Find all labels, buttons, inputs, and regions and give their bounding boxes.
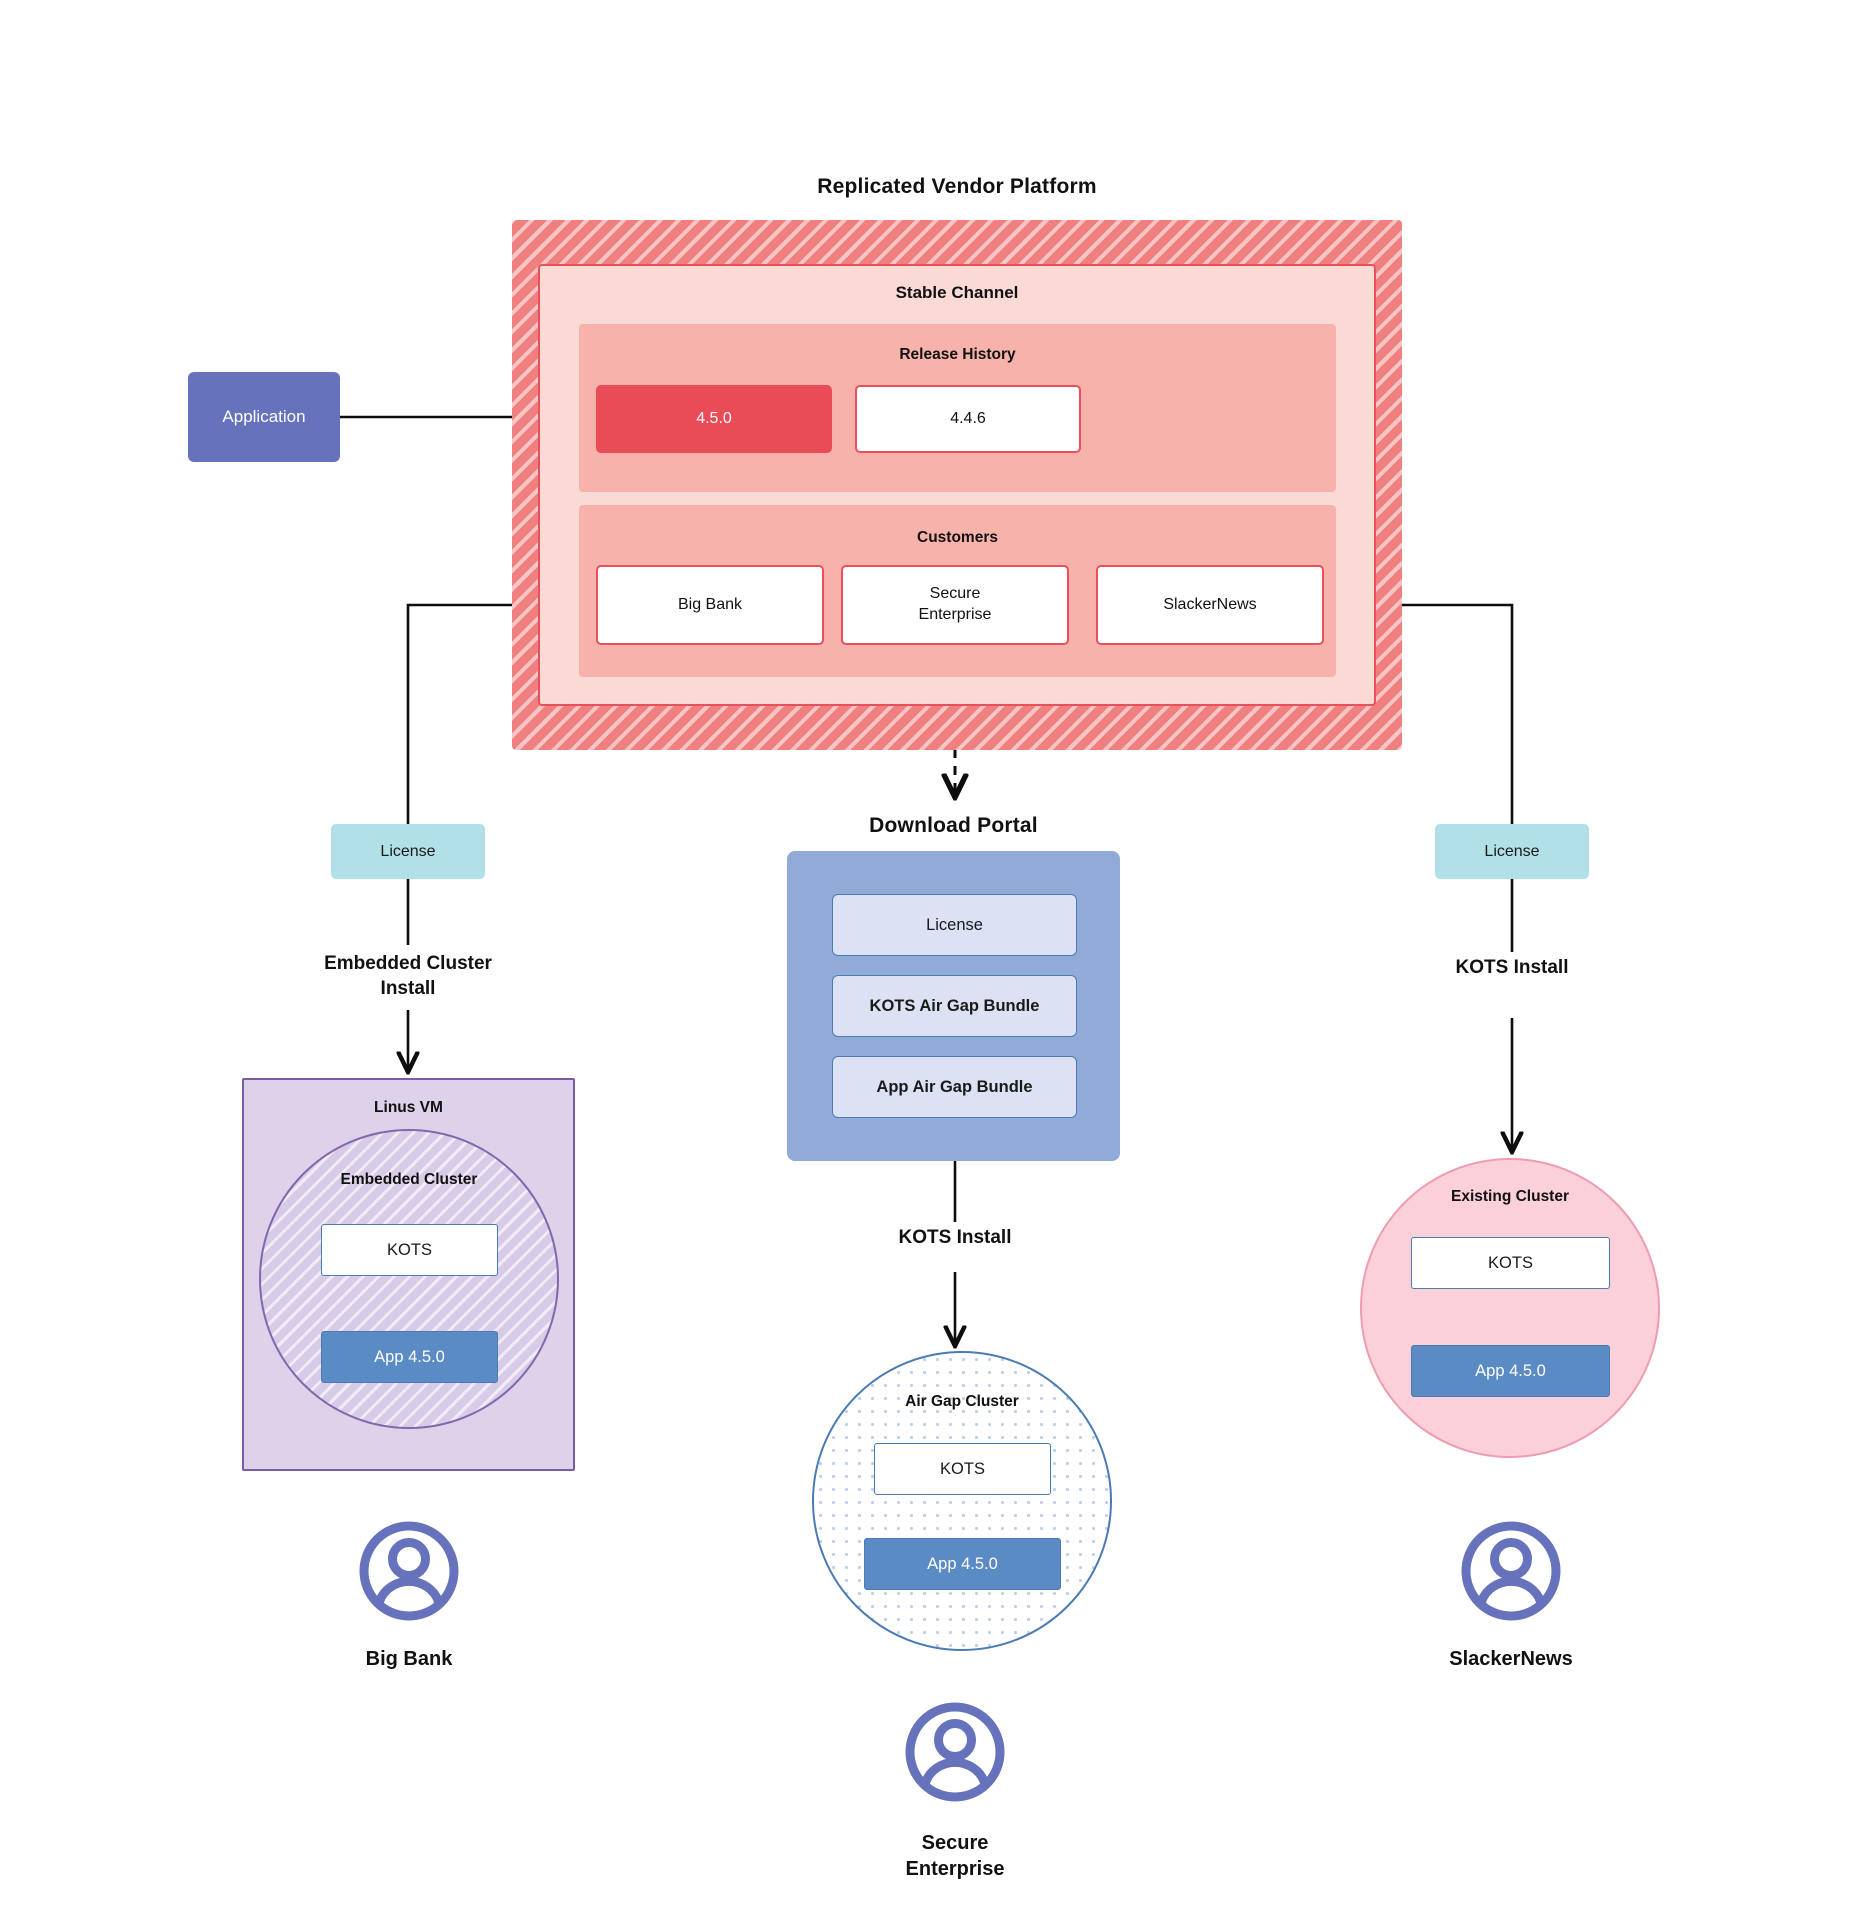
customer-name-slackernews: SlackerNews <box>1163 595 1257 613</box>
kots-node-airgap[interactable]: KOTS <box>874 1443 1051 1495</box>
release-version-current: 4.5.0 <box>696 410 732 427</box>
persona-label-slackernews: SlackerNews <box>1449 1647 1573 1670</box>
avatar-slackernews <box>1461 1521 1561 1621</box>
air-gap-cluster-circle <box>812 1351 1112 1651</box>
portal-item-label-app-airgap: App Air Gap Bundle <box>876 1077 1033 1096</box>
customer-chip-slackernews[interactable]: SlackerNews <box>1096 565 1324 645</box>
license-chip-left[interactable]: License <box>331 824 485 879</box>
portal-item-license[interactable]: License <box>832 894 1077 956</box>
customer-name-secure-enterprise: Secure Enterprise <box>918 585 992 623</box>
kots-label-airgap: KOTS <box>940 1459 985 1478</box>
persona-label-big-bank: Big Bank <box>365 1647 453 1670</box>
air-gap-cluster-title: Air Gap Cluster <box>905 1393 1019 1410</box>
app-label-airgap: App 4.5.0 <box>927 1554 998 1573</box>
app-node-existing[interactable]: App 4.5.0 <box>1411 1345 1610 1397</box>
persona-label-secure-enterprise: Secure Enterprise <box>905 1831 1005 1880</box>
flow-label-kots-install-right: KOTS Install <box>1455 957 1569 979</box>
app-label-embedded: App 4.5.0 <box>374 1347 445 1366</box>
flow-label-kots-install-middle: KOTS Install <box>898 1227 1012 1249</box>
license-label-right: License <box>1484 842 1540 860</box>
customer-chip-big-bank[interactable]: Big Bank <box>596 565 824 645</box>
stable-channel-title: Stable Channel <box>895 283 1019 302</box>
embedded-cluster-title: Embedded Cluster <box>340 1171 478 1188</box>
download-portal-title: Download Portal <box>869 814 1038 837</box>
linux-vm-title: Linus VM <box>374 1099 443 1116</box>
avatar-big-bank <box>359 1521 459 1621</box>
app-node-embedded[interactable]: App 4.5.0 <box>321 1331 498 1383</box>
portal-item-kots-airgap-bundle[interactable]: KOTS Air Gap Bundle <box>832 975 1077 1037</box>
flow-label-embedded-cluster-install: Embedded Cluster Install <box>324 952 492 999</box>
avatar-secure-enterprise <box>905 1702 1005 1802</box>
customer-chip-secure-enterprise[interactable]: Secure Enterprise <box>841 565 1069 645</box>
portal-item-app-airgap-bundle[interactable]: App Air Gap Bundle <box>832 1056 1077 1118</box>
release-chip-current[interactable]: 4.5.0 <box>596 385 832 453</box>
application-node[interactable]: Application <box>188 372 340 462</box>
kots-node-embedded[interactable]: KOTS <box>321 1224 498 1276</box>
release-version-previous: 4.4.6 <box>950 410 986 427</box>
customers-title: Customers <box>917 529 998 546</box>
app-node-airgap[interactable]: App 4.5.0 <box>864 1538 1061 1590</box>
customer-name-big-bank: Big Bank <box>677 595 743 613</box>
application-label: Application <box>222 407 306 426</box>
kots-node-existing[interactable]: KOTS <box>1411 1237 1610 1289</box>
release-history-title: Release History <box>899 346 1016 363</box>
existing-cluster-circle <box>1360 1158 1660 1458</box>
app-label-existing: App 4.5.0 <box>1475 1361 1546 1380</box>
kots-label-embedded: KOTS <box>387 1240 432 1259</box>
license-chip-right[interactable]: License <box>1435 824 1589 879</box>
existing-cluster-title: Existing Cluster <box>1451 1188 1569 1205</box>
portal-item-label-kots-airgap: KOTS Air Gap Bundle <box>869 996 1040 1015</box>
portal-item-label-license: License <box>926 915 983 934</box>
license-label-left: License <box>380 842 436 860</box>
page-title: Replicated Vendor Platform <box>817 175 1097 198</box>
release-chip-previous[interactable]: 4.4.6 <box>855 385 1081 453</box>
kots-label-existing: KOTS <box>1488 1253 1533 1272</box>
